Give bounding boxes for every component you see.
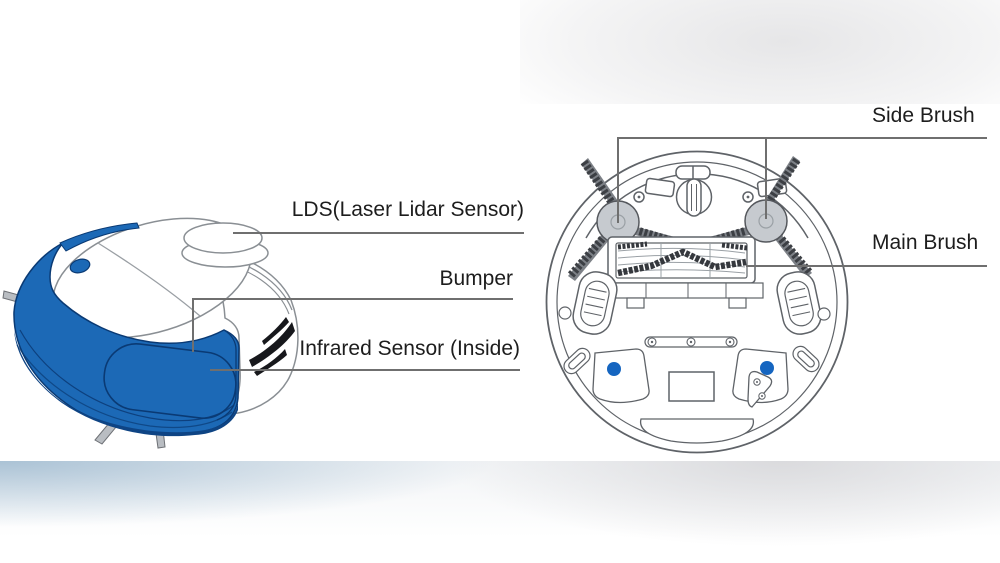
screw-bar	[644, 336, 738, 348]
bumper-top-sliver	[59, 222, 140, 252]
side-brush-label: Side Brush	[872, 104, 975, 127]
lds-label: LDS(Laser Lidar Sensor)	[291, 198, 524, 221]
bumper-band	[13, 242, 240, 435]
leader-lines	[192, 137, 987, 371]
top-plate-divider	[97, 242, 201, 317]
bumper-shape	[13, 222, 240, 437]
bumper-leader-line	[192, 298, 513, 352]
robot-perspective-view	[2, 217, 299, 449]
background-band-bottom	[0, 461, 1000, 563]
main-brush-label: Main Brush	[872, 231, 979, 254]
sensor-dot-right	[760, 361, 774, 375]
robot-bottom-view	[545, 150, 849, 454]
bumper-label: Bumper	[439, 267, 513, 290]
drive-wheel-right	[776, 271, 822, 335]
main-brush-bristles	[617, 248, 747, 277]
lds-turret	[181, 222, 269, 268]
bottom-trim	[639, 418, 755, 444]
caster-wheel	[675, 165, 713, 217]
drive-wheel-left	[572, 271, 618, 335]
top-button	[69, 258, 91, 274]
side-brush-leader-line	[617, 137, 987, 223]
infrared-sensor-label: Infrared Sensor (Inside)	[299, 337, 520, 360]
sensor-dot-left	[607, 362, 621, 376]
main-brush-assembly	[603, 236, 764, 309]
background-shade-top-right	[520, 0, 1000, 104]
edge-sensors	[558, 306, 831, 375]
battery-cover	[668, 371, 715, 402]
front-sensors	[633, 177, 788, 203]
rear-plates	[592, 348, 789, 408]
